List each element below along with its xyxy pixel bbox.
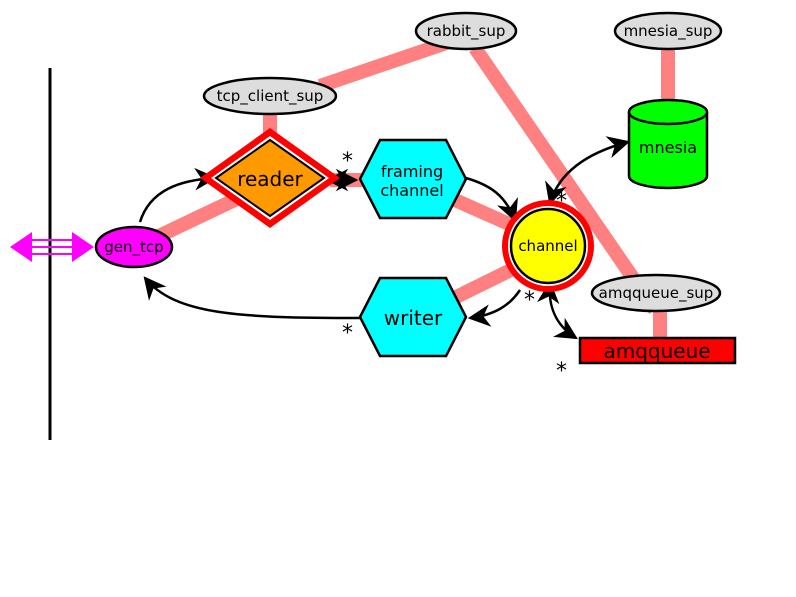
mnesia-label: mnesia [639,138,697,157]
framing-channel-label-line1: framing [381,162,443,181]
node-writer: writer [358,276,468,358]
link-framing-channel [452,193,521,235]
node-rabbit-sup: rabbit_sup [414,11,518,51]
multiplicity-writer-gen-tcp: * [342,321,353,346]
link-writer-channel [446,261,519,307]
multiplicity-mnesia-channel: * [556,189,567,214]
amqqueue-sup-label: amqqueue_sup [599,284,714,303]
node-amqqueue: amqqueue [578,336,737,365]
channel-label: channel [518,237,577,255]
arrow-framing-to-channel [465,176,518,223]
rabbit-sup-label: rabbit_sup [427,22,506,41]
node-tcp-client-sup: tcp_client_sup [202,76,338,116]
arrow-mnesia-channel [545,136,631,206]
node-framing-channel: framing channel [358,138,468,220]
gen-tcp-label: gen_tcp [104,238,163,257]
node-mnesia: mnesia [627,98,709,190]
multiplicity-reader-framing: * [342,149,353,174]
multiplicity-amqqueue: * [556,359,567,384]
writer-label: writer [384,306,443,330]
multiplicity-channel-writer: * [524,288,535,313]
amqqueue-label: amqqueue [603,339,710,363]
node-mnesia-sup: mnesia_sup [613,11,723,51]
reader-label: reader [237,167,303,191]
arrow-writer-to-gen-tcp [143,276,361,320]
node-reader: reader [200,128,340,228]
arrow-channel-to-writer [467,289,522,327]
node-channel: channel [502,200,594,292]
node-gen-tcp: gen_tcp [94,225,174,269]
mnesia-sup-label: mnesia_sup [624,22,713,41]
external-io-arrow [10,232,94,262]
framing-channel-label-line2: channel [380,181,443,200]
tcp-client-sup-label: tcp_client_sup [217,87,324,106]
node-amqqueue-sup: amqqueue_sup [590,273,722,313]
